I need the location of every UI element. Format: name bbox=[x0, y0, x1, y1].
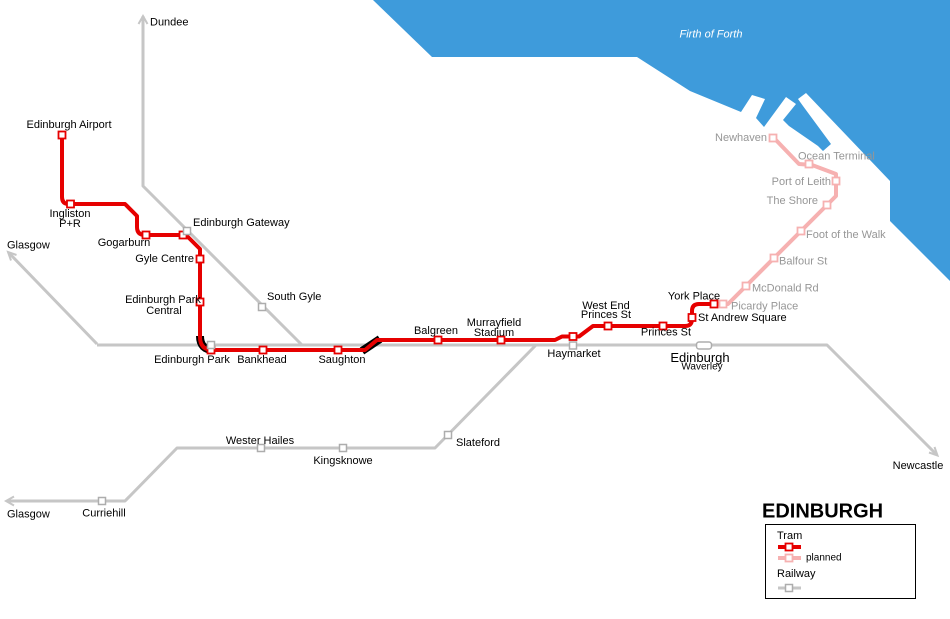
legend: EDINBURGH Tram planned Railway bbox=[762, 501, 916, 599]
station-gogarburn bbox=[141, 230, 151, 240]
station-edinburgh-park-central bbox=[195, 297, 205, 307]
label-princes-st: Princes St bbox=[641, 327, 691, 339]
station-gyle-centre bbox=[195, 254, 205, 264]
legend-tram-label: Tram bbox=[777, 530, 802, 542]
arrow-dundee bbox=[137, 13, 149, 25]
label-kingsknowe: Kingsknowe bbox=[313, 455, 372, 467]
station-princes-st bbox=[658, 321, 668, 331]
label-princes-st: Princes St bbox=[581, 309, 631, 321]
station-edinburgh-gateway-rail bbox=[182, 226, 192, 236]
label-edinburgh-park: Edinburgh Park bbox=[125, 294, 201, 306]
arrow-glasgow-south bbox=[3, 495, 15, 507]
station-slateford bbox=[443, 430, 453, 440]
label-foot-of-the-walk: Foot of the Walk bbox=[806, 229, 886, 241]
station-south-gyle bbox=[257, 302, 267, 312]
label-south-gyle: South Gyle bbox=[267, 291, 321, 303]
station-wester-hailes bbox=[256, 443, 266, 453]
label-york-place: York Place bbox=[668, 291, 720, 303]
station-edinburgh-airport bbox=[57, 130, 67, 140]
planned-tram-line bbox=[714, 135, 838, 306]
rail-line-glasgow-north bbox=[7, 251, 99, 346]
station-haymarket-tram bbox=[568, 332, 578, 341]
label-wester-hailes: Wester Hailes bbox=[226, 435, 295, 447]
label-edinburgh: Edinburgh bbox=[670, 350, 729, 365]
station-picardy-place bbox=[718, 299, 728, 309]
station-edinburgh-waverley bbox=[695, 341, 713, 350]
label-balgreen: Balgreen bbox=[414, 325, 458, 337]
station-foot-of-the-walk bbox=[796, 226, 806, 236]
station-west-end-princes-st bbox=[603, 321, 613, 331]
legend-railway-station-sample bbox=[784, 583, 794, 593]
station-york-place bbox=[709, 299, 719, 309]
label-central: Central bbox=[146, 305, 181, 317]
label-the-shore: The Shore bbox=[767, 195, 818, 207]
station-kingsknowe bbox=[338, 443, 348, 453]
label-saughton: Saughton bbox=[318, 354, 365, 366]
station-ingliston-p-plus-r bbox=[66, 199, 75, 209]
station-port-of-leith bbox=[831, 176, 841, 186]
label-picardy-place: Picardy Place bbox=[731, 301, 798, 313]
station-balgreen bbox=[433, 335, 443, 345]
label-gogarburn: Gogarburn bbox=[98, 237, 151, 249]
label-west-end: West End bbox=[582, 300, 630, 312]
label-dundee: Dundee bbox=[150, 17, 189, 29]
station-the-shore bbox=[822, 200, 832, 210]
station-layer bbox=[57, 130, 841, 506]
label-gyle-centre: Gyle Centre bbox=[135, 253, 194, 265]
label-glasgow: Glasgow bbox=[7, 240, 50, 252]
rail-line-dundee bbox=[141, 16, 304, 347]
firth-of-forth-label: Firth of Forth bbox=[680, 29, 743, 41]
firth-of-forth-water bbox=[373, 0, 950, 281]
label-st-andrew-square: St Andrew Square bbox=[698, 312, 787, 324]
station-saughton bbox=[333, 345, 343, 355]
legend-planned-label: planned bbox=[806, 553, 842, 564]
label-haymarket: Haymarket bbox=[547, 348, 600, 360]
station-murrayfield-stadium bbox=[496, 335, 506, 345]
station-curriehill bbox=[97, 496, 107, 506]
label-newcastle: Newcastle bbox=[893, 460, 944, 472]
legend-tram-station-sample bbox=[784, 542, 794, 552]
label-curriehill: Curriehill bbox=[82, 508, 125, 520]
station-newhaven bbox=[768, 133, 778, 143]
rail-line-glasgow-south bbox=[7, 343, 538, 503]
label-stadium: Stadium bbox=[474, 327, 514, 339]
label-edinburgh-airport: Edinburgh Airport bbox=[27, 119, 112, 131]
station-edinburgh-park-rail bbox=[206, 340, 216, 350]
arrow-newcastle bbox=[928, 446, 940, 458]
label-newhaven: Newhaven bbox=[715, 132, 767, 144]
label-waverley: Waverley bbox=[681, 362, 722, 373]
label-edinburgh-gateway: Edinburgh Gateway bbox=[193, 217, 290, 229]
station-bankhead bbox=[258, 345, 268, 355]
label-bankhead: Bankhead bbox=[237, 354, 287, 366]
legend-planned-station-sample bbox=[784, 553, 794, 563]
label-ocean-terminal: Ocean Terminal bbox=[798, 151, 875, 163]
station-haymarket-rail bbox=[568, 341, 578, 350]
label-port-of-leith: Port of Leith bbox=[772, 176, 831, 188]
station-balfour-st bbox=[769, 253, 779, 263]
label-glasgow: Glasgow bbox=[7, 509, 50, 521]
legend-title: EDINBURGH bbox=[762, 501, 883, 523]
station-mcdonald-rd bbox=[741, 281, 751, 291]
label-p-r: P+R bbox=[59, 218, 81, 230]
label-slateford: Slateford bbox=[456, 437, 500, 449]
arrow-glasgow-north bbox=[6, 250, 17, 261]
label-ingliston: Ingliston bbox=[50, 208, 91, 220]
label-mcdonald-rd: McDonald Rd bbox=[752, 283, 819, 295]
station-st-andrew-square bbox=[687, 313, 697, 322]
rail-line-main bbox=[97, 343, 938, 456]
label-murrayfield: Murrayfield bbox=[467, 317, 521, 329]
legend-railway-label: Railway bbox=[777, 568, 816, 580]
label-balfour-st: Balfour St bbox=[779, 256, 827, 268]
label-edinburgh-park: Edinburgh Park bbox=[154, 354, 230, 366]
station-ocean-terminal bbox=[804, 159, 814, 169]
arrowhead-layer bbox=[3, 13, 940, 507]
